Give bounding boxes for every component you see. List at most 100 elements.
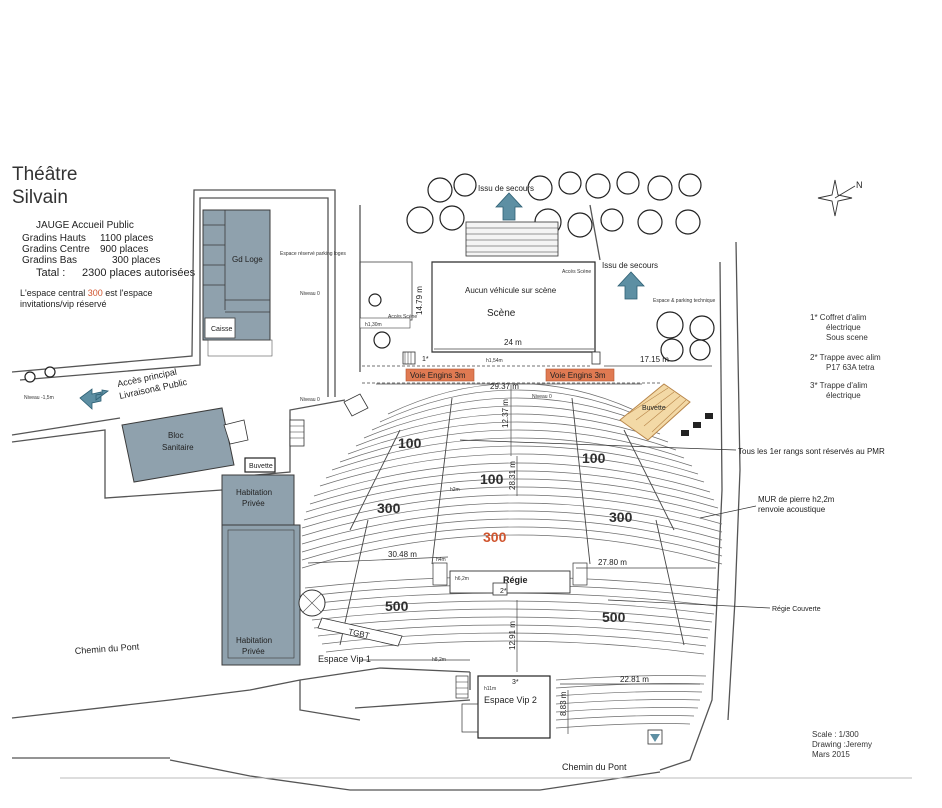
h11m-label: h11m bbox=[484, 686, 496, 692]
voie-engins-right-label: Voie Engins 3m bbox=[550, 371, 606, 380]
voie-engins-left-label: Voie Engins 3m bbox=[410, 371, 466, 380]
capacity-row-2-label: Gradins Centre bbox=[22, 244, 90, 255]
seating-dimension-lines bbox=[307, 456, 716, 734]
title-line2: Silvain bbox=[12, 187, 68, 208]
main-access-arrow bbox=[79, 388, 109, 410]
star2-marker: 2* bbox=[500, 588, 507, 595]
mur-line2: renvoie acoustique bbox=[758, 505, 826, 514]
section-500-right: 500 bbox=[602, 609, 626, 625]
legend-2-line2: P17 63A tetra bbox=[826, 363, 875, 372]
aucun-vehicule-label: Aucun véhicule sur scène bbox=[465, 286, 557, 295]
pmr-note: Tous les 1er rangs sont réservés au PMR bbox=[738, 447, 885, 456]
habitation-top-line1: Habitation bbox=[236, 488, 272, 497]
north-compass-icon bbox=[817, 179, 856, 217]
bloc-sanitaire-line1: Bloc bbox=[168, 431, 184, 440]
acces-scene-right: Accès Scène bbox=[562, 269, 591, 275]
stage bbox=[359, 261, 601, 365]
habitation-top bbox=[221, 474, 295, 526]
bloc-sanitaire bbox=[121, 407, 249, 483]
caisse-label: Caisse bbox=[211, 326, 233, 333]
legend-1-line3: Sous scene bbox=[826, 333, 868, 342]
h130-label: h1,30m bbox=[365, 322, 382, 328]
regie-label: Régie bbox=[503, 575, 528, 585]
dim-1479: 14.79 m bbox=[415, 286, 424, 315]
drawing-footer: Scale : 1/300 Drawing :Jeremy Mars 2015 bbox=[812, 730, 872, 759]
tgbt-label: TGBT bbox=[348, 627, 371, 640]
habitation-bottom-line1: Habitation bbox=[236, 636, 272, 645]
legend-3-line2: électrique bbox=[826, 391, 861, 400]
niveau0-c: Niveau 0 bbox=[532, 394, 552, 400]
star3-marker: 3* bbox=[512, 679, 519, 686]
site-walls bbox=[11, 189, 912, 791]
trees-top bbox=[24, 171, 715, 383]
capacity-row-3-label: Gradins Bas bbox=[22, 255, 77, 266]
section-100-left: 100 bbox=[398, 435, 422, 451]
buvette-right bbox=[619, 383, 713, 441]
dim-2831: 28.31 m bbox=[508, 461, 517, 490]
emergency-exit-arrow-top bbox=[495, 192, 523, 221]
chemin-bottom: Chemin du Pont bbox=[562, 762, 627, 772]
bottom-exit-arrow bbox=[647, 729, 663, 745]
h154-label: h1,54m bbox=[486, 358, 503, 364]
section-100-right: 100 bbox=[582, 450, 606, 466]
capacity-row-3-value: 300 places bbox=[112, 255, 160, 266]
dim-1291: 12.91 m bbox=[508, 621, 517, 650]
issu-secours-top: Issu de secours bbox=[478, 184, 534, 193]
parking-loges-label: Espace réservé parking loges bbox=[280, 251, 346, 257]
dim-1715: 17.15 m bbox=[640, 355, 669, 364]
dim-883: 8.83 m bbox=[559, 691, 568, 716]
espace-vip2-label: Espace Vip 2 bbox=[484, 695, 537, 705]
legend-3-line1: 3* Trappe d'alim bbox=[810, 381, 868, 390]
title-line1: Théâtre bbox=[12, 164, 77, 185]
legend-1-line2: électrique bbox=[826, 323, 861, 332]
seating-rows-100 bbox=[319, 383, 705, 487]
h4m-label: h4m bbox=[436, 557, 446, 563]
niveau0-a: Niveau 0 bbox=[300, 291, 320, 297]
central-note: L'espace central 300 est l'espace invita… bbox=[20, 288, 153, 309]
h2m-label: h2m bbox=[450, 487, 460, 493]
scene-label: Scène bbox=[487, 308, 516, 319]
stage-dimension-lines bbox=[362, 262, 712, 456]
bloc-sanitaire-line2: Sanitaire bbox=[162, 443, 194, 452]
dim-2937: 29.37 m bbox=[490, 382, 519, 391]
footer-date: Mars 2015 bbox=[812, 750, 850, 759]
mur-line1: MUR de pierre h2,2m bbox=[758, 495, 835, 504]
regie-booth bbox=[432, 562, 588, 596]
acces-scene-left: Accès Scène bbox=[388, 314, 417, 320]
buvette-right-label: Buvette bbox=[642, 405, 666, 412]
buvette-left bbox=[244, 457, 276, 473]
capacity-row-2-value: 900 places bbox=[100, 244, 148, 255]
star1-marker: 1* bbox=[422, 356, 429, 363]
gd-loge-label: Gd Loge bbox=[232, 255, 263, 264]
section-300-right: 300 bbox=[609, 509, 633, 525]
voie-engins-right bbox=[545, 368, 615, 382]
espace-vip1-label: Espace Vip 1 bbox=[318, 654, 371, 664]
footer-drawing: Drawing :Jeremy bbox=[812, 740, 872, 749]
parking-technique-label: Espace & parking technique bbox=[653, 298, 715, 304]
dim-2281: 22.81 m bbox=[620, 675, 649, 684]
capacity-info: JAUGE Accueil Public Gradins Hauts 1100 … bbox=[22, 220, 196, 279]
side-stairs bbox=[289, 393, 369, 447]
chemin-left: Chemin du Pont bbox=[74, 641, 140, 656]
gd-loge-building bbox=[202, 209, 273, 357]
svg-text:L'espace central 300 est l'esp: L'espace central 300 est l'espace bbox=[20, 288, 153, 298]
legend: 1* Coffret d'alim électrique Sous scene … bbox=[810, 313, 881, 400]
legend-1-line1: 1* Coffret d'alim bbox=[810, 313, 867, 322]
dim-2780: 27.80 m bbox=[598, 558, 627, 567]
habitation-top-line2: Privée bbox=[242, 499, 265, 508]
habitation-bottom bbox=[221, 524, 301, 666]
regie-couverte-label: Régie Couverte bbox=[772, 606, 821, 613]
emergency-exit-arrow-right bbox=[617, 271, 645, 300]
capacity-total-label: Tatal : bbox=[36, 267, 65, 279]
section-500-left: 500 bbox=[385, 598, 409, 614]
pmr-leader-line bbox=[459, 439, 737, 451]
capacity-total-value: 2300 places autorisées bbox=[82, 267, 196, 279]
h62-label: h6,2m bbox=[455, 576, 469, 582]
legend-2-line1: 2* Trappe avec alim bbox=[810, 353, 881, 362]
espace-vip2 bbox=[455, 675, 551, 739]
capacity-heading: JAUGE Accueil Public bbox=[36, 220, 134, 231]
capacity-row-1-label: Gradins Hauts bbox=[22, 233, 86, 244]
section-100-center: 100 bbox=[480, 471, 504, 487]
section-300-center: 300 bbox=[483, 529, 507, 545]
